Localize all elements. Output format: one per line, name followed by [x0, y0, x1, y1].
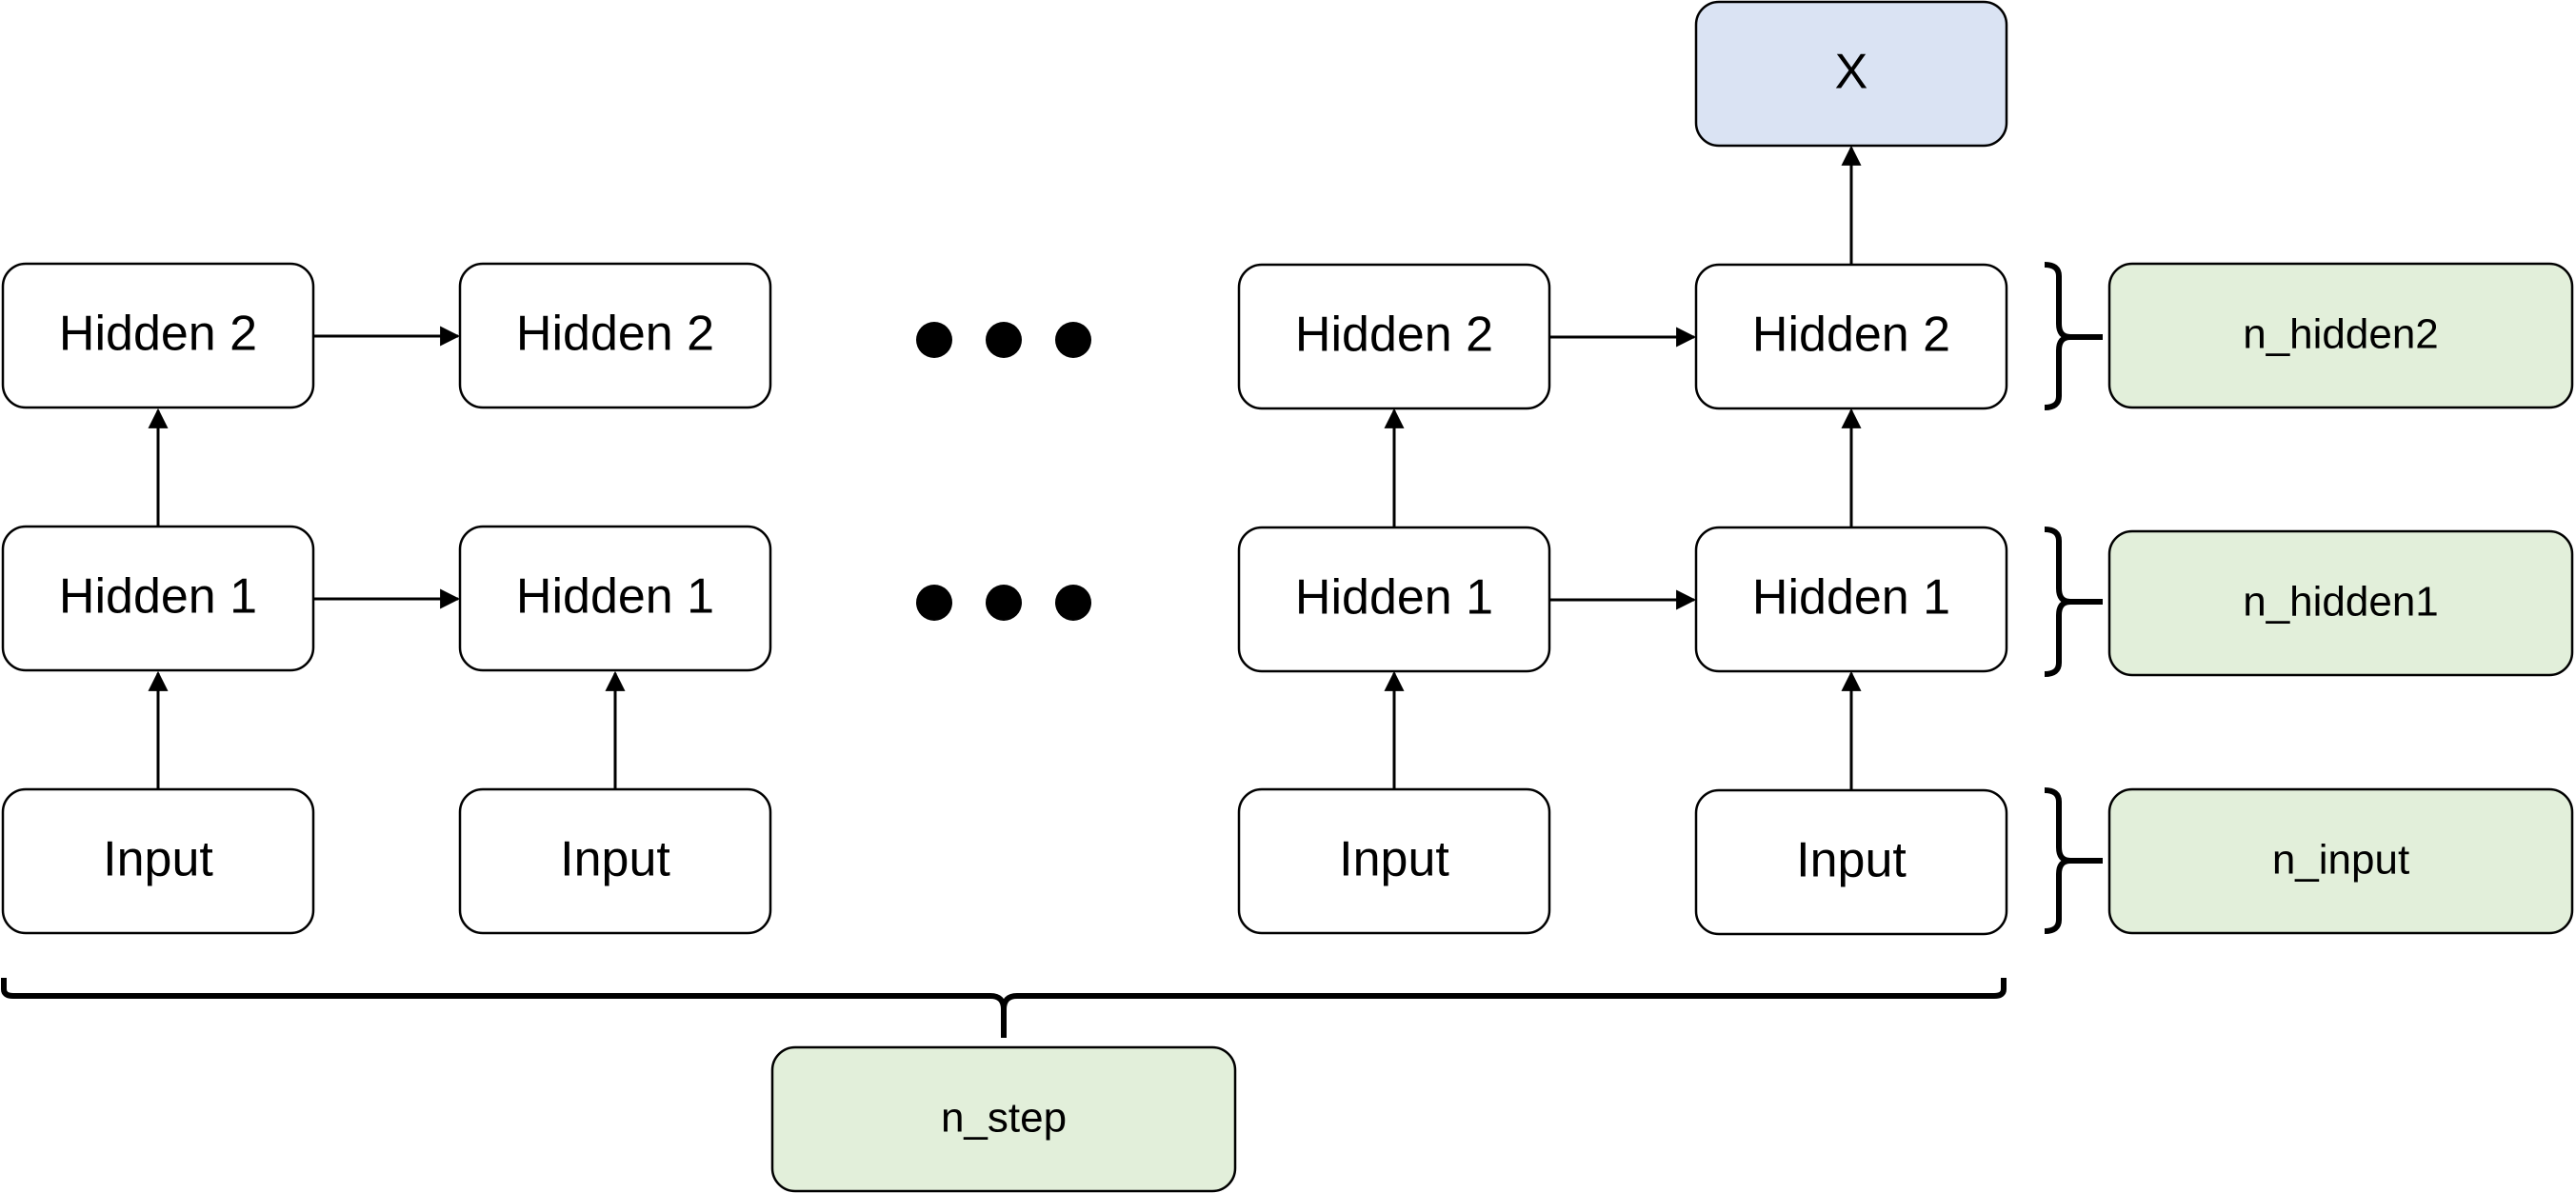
input-node-label: Input — [1339, 832, 1449, 887]
ellipsis-hidden2 — [916, 322, 1091, 358]
input-node-col1: Input — [1, 787, 315, 935]
hidden2-node-label: Hidden 2 — [516, 307, 714, 362]
ellipsis-hidden1 — [916, 585, 1091, 621]
brace-hidden2 — [2044, 262, 2103, 410]
input-node-col4: Input — [1694, 788, 2008, 936]
label-n-step-text: n_step — [941, 1095, 1067, 1142]
label-n-input-text: n_input — [2272, 837, 2409, 884]
dot — [1055, 585, 1091, 621]
brace-n-step — [1, 978, 2007, 1038]
output-node: X — [1694, 0, 2008, 148]
brace-input — [2044, 787, 2103, 934]
input-node-label: Input — [560, 832, 670, 887]
hidden2-node-col2: Hidden 2 — [458, 262, 772, 409]
hidden2-node-label: Hidden 2 — [1752, 308, 1950, 363]
hidden2-node-label: Hidden 2 — [1295, 308, 1493, 363]
hidden2-node-col3: Hidden 2 — [1237, 263, 1551, 410]
dot — [1055, 322, 1091, 358]
hidden1-node-col3: Hidden 1 — [1237, 526, 1551, 673]
label-n-hidden2: n_hidden2 — [2107, 262, 2574, 409]
dot — [916, 585, 952, 621]
hidden1-node-label: Hidden 1 — [1752, 570, 1950, 626]
connections — [148, 145, 1862, 789]
label-n-hidden1: n_hidden1 — [2107, 529, 2574, 677]
input-node-col2: Input — [458, 787, 772, 935]
dot — [916, 322, 952, 358]
hidden1-node-col1: Hidden 1 — [1, 525, 315, 672]
hidden1-node-label: Hidden 1 — [1295, 570, 1493, 626]
hidden2-node-col4: Hidden 2 — [1694, 263, 2008, 410]
dot — [986, 585, 1022, 621]
hidden1-node-label: Hidden 1 — [516, 569, 714, 625]
label-n-input: n_input — [2107, 787, 2574, 935]
hidden1-node-col2: Hidden 1 — [458, 525, 772, 672]
hidden1-node-col4: Hidden 1 — [1694, 526, 2008, 673]
input-node-label: Input — [1796, 833, 1907, 888]
input-node-label: Input — [103, 832, 213, 887]
brace-hidden1 — [2044, 527, 2103, 677]
label-n-hidden2-text: n_hidden2 — [2243, 311, 2439, 358]
output-node-label: X — [1835, 45, 1868, 100]
label-n-step: n_step — [770, 1045, 1237, 1193]
label-n-hidden1-text: n_hidden1 — [2243, 579, 2439, 626]
hidden2-node-label: Hidden 2 — [59, 307, 257, 362]
hidden2-node-col1: Hidden 2 — [1, 262, 315, 409]
input-node-col3: Input — [1237, 787, 1551, 935]
dot — [986, 322, 1022, 358]
hidden1-node-label: Hidden 1 — [59, 569, 257, 625]
